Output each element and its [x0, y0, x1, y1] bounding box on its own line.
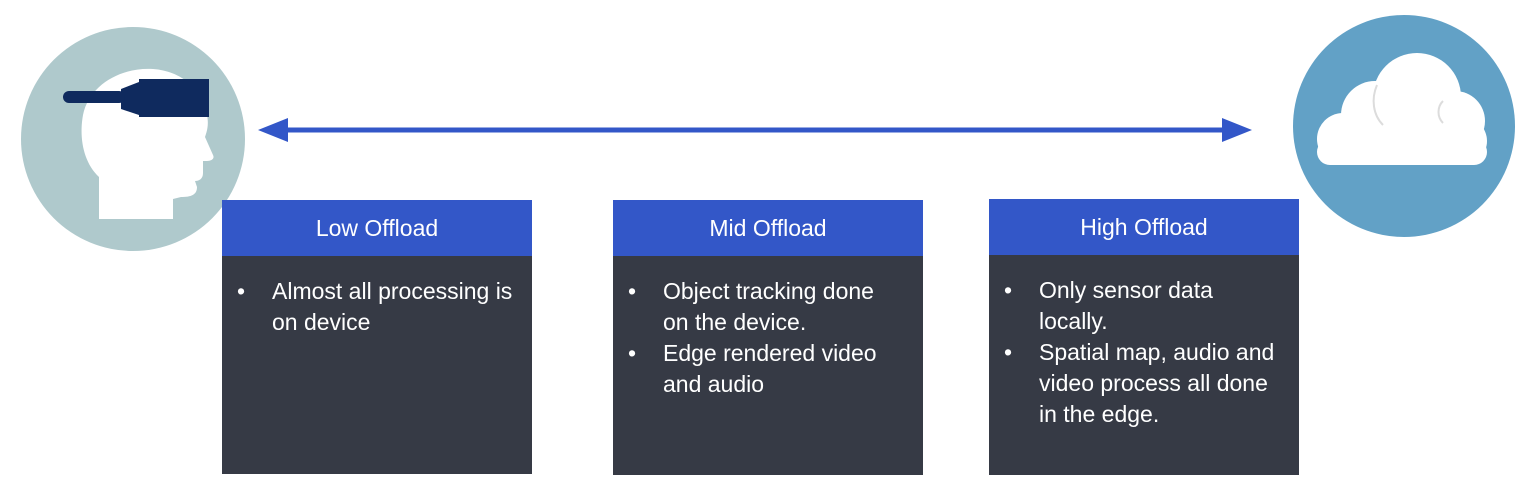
list-item: •Almost all processing is on device: [236, 278, 513, 335]
edge-circle: [1293, 15, 1515, 237]
list-item: •Spatial map, audio and video process al…: [1003, 339, 1275, 427]
card-title: Low Offload: [222, 200, 532, 256]
card-body: •Almost all processing is on device: [222, 256, 532, 474]
low-offload-card: Low Offload •Almost all processing is on…: [222, 200, 532, 474]
list-item: •Edge rendered video and audio: [627, 340, 877, 397]
card-body: •Only sensor data locally. •Spatial map,…: [989, 255, 1299, 475]
high-offload-card: High Offload •Only sensor data locally. …: [989, 199, 1299, 475]
double-arrow-icon: [258, 118, 1252, 142]
device-circle: [21, 27, 245, 251]
card-body: •Object tracking done on the device. •Ed…: [613, 256, 923, 475]
cloud-icon: [1317, 53, 1487, 165]
card-title: Mid Offload: [613, 200, 923, 256]
card-title: High Offload: [989, 199, 1299, 255]
list-item: •Only sensor data locally.: [1003, 277, 1213, 334]
list-item: •Object tracking done on the device.: [627, 278, 874, 335]
mid-offload-card: Mid Offload •Object tracking done on the…: [613, 200, 923, 475]
headset-user-icon: [63, 68, 214, 219]
